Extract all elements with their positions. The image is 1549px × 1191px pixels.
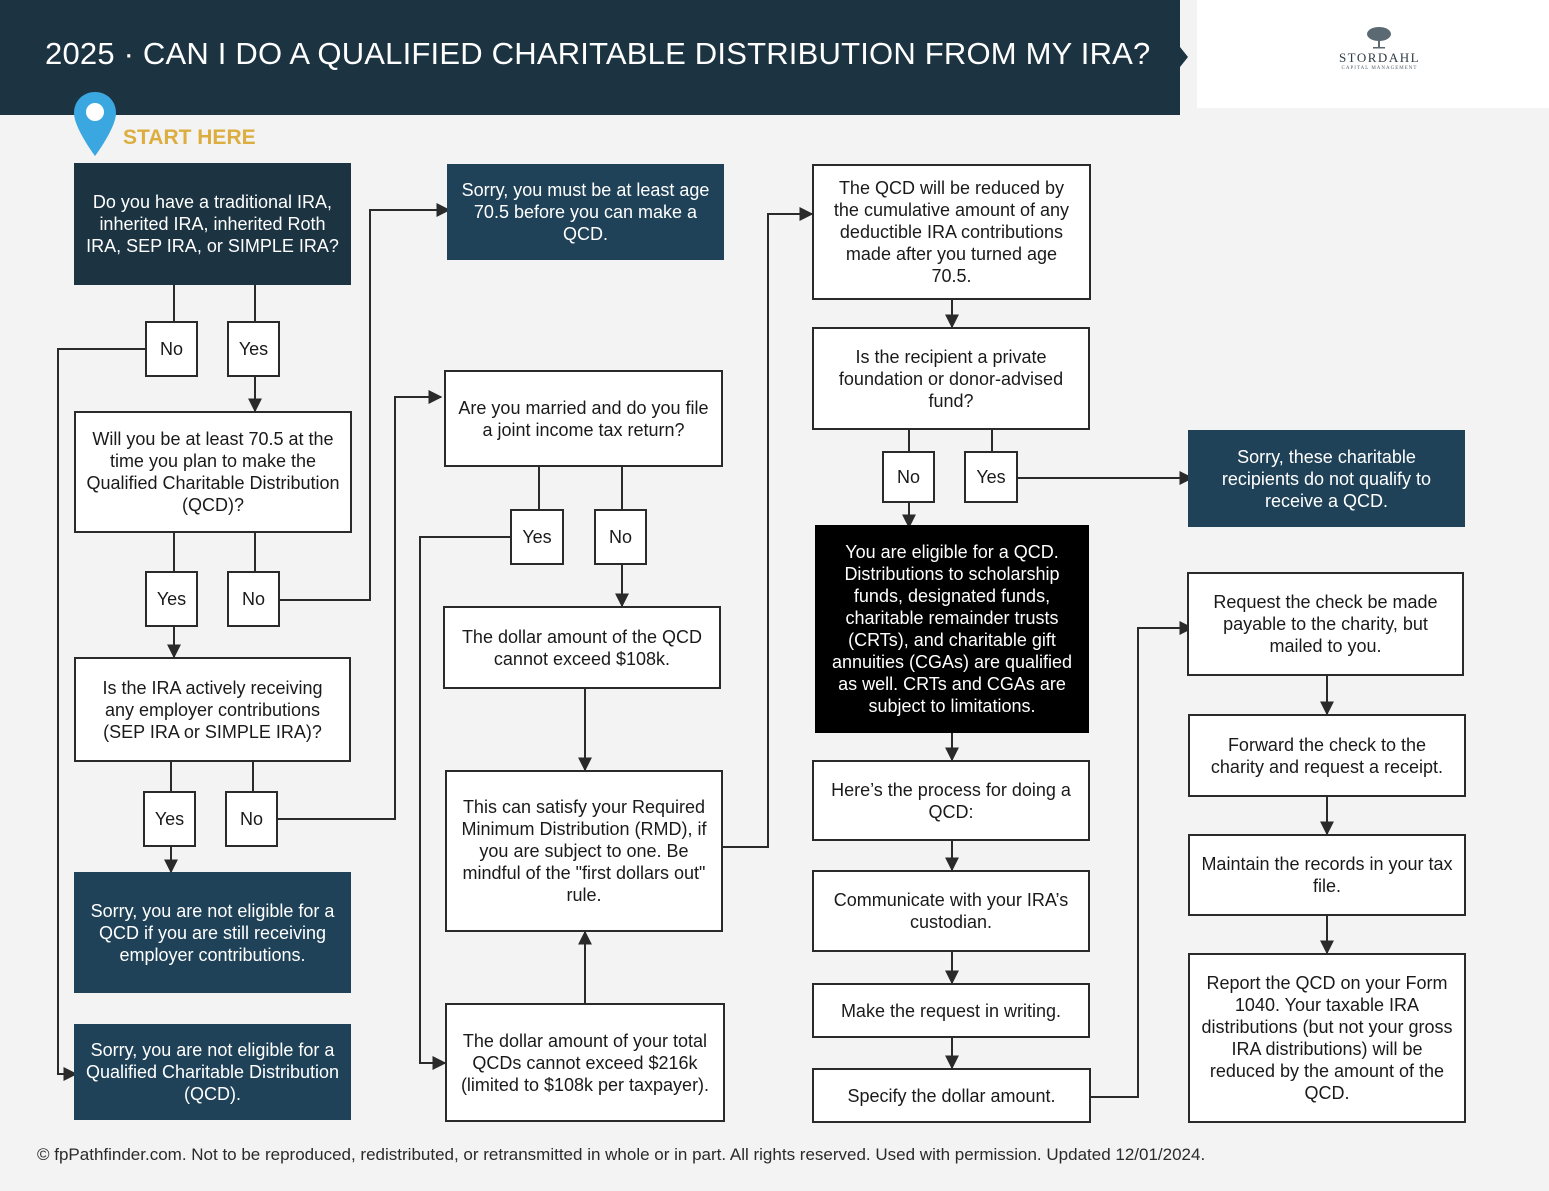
result-eligible: You are eligible for a QCD. Distribution… [815, 525, 1089, 733]
answer-no-age: No [227, 571, 280, 627]
question-married-joint: Are you married and do you file a joint … [444, 370, 723, 467]
answer-yes-employer: Yes [143, 791, 196, 847]
result-recipient-not-qualified: Sorry, these charitable recipients do no… [1188, 430, 1465, 527]
tree-logo-icon [1367, 27, 1391, 49]
info-limit-108k: The dollar amount of the QCD cannot exce… [443, 606, 721, 689]
process-heading: Here’s the process for doing a QCD: [812, 760, 1090, 841]
logo-panel [1197, 0, 1549, 108]
logo-wordmark: STORDAHL [1338, 50, 1421, 65]
result-not-eligible: Sorry, you are not eligible for a Qualif… [74, 1024, 351, 1120]
answer-yes-recipient: Yes [964, 451, 1018, 503]
result-employer-contributions: Sorry, you are not eligible for a QCD if… [74, 872, 351, 993]
copyright-footer: © fpPathfinder.com. Not to be reproduced… [37, 1145, 1206, 1164]
result-age-requirement: Sorry, you must be at least age 70.5 bef… [447, 164, 724, 260]
question-recipient-type: Is the recipient a private foundation or… [812, 327, 1090, 430]
header-bar: 2025 · CAN I DO A QUALIFIED CHARITABLE D… [0, 0, 1180, 115]
answer-yes-age: Yes [145, 571, 198, 627]
question-employer-contributions: Is the IRA actively receiving any employ… [74, 657, 351, 762]
logo-tagline: CAPITAL MANAGEMENT [1341, 66, 1418, 71]
location-pin-icon [74, 92, 116, 156]
answer-no-ira-type: No [145, 321, 198, 377]
process-step-report: Report the QCD on your Form 1040. Your t… [1188, 953, 1466, 1123]
info-limit-216k: The dollar amount of your total QCDs can… [445, 1003, 725, 1122]
answer-yes-married: Yes [510, 509, 564, 565]
header-notch [1180, 47, 1188, 67]
process-step-amount: Specify the dollar amount. [812, 1068, 1091, 1123]
answer-no-married: No [594, 509, 647, 565]
answer-no-employer: No [225, 791, 278, 847]
answer-no-recipient: No [882, 451, 935, 503]
info-reduced-contributions: The QCD will be reduced by the cumulativ… [812, 164, 1091, 300]
question-ira-type: Do you have a traditional IRA, inherited… [74, 163, 351, 285]
info-rmd: This can satisfy your Required Minimum D… [445, 770, 723, 932]
question-age: Will you be at least 70.5 at the time yo… [74, 411, 352, 533]
process-step-records: Maintain the records in your tax file. [1188, 834, 1466, 916]
answer-yes-ira-type: Yes [227, 321, 280, 377]
process-step-writing: Make the request in writing. [812, 983, 1090, 1038]
process-step-check: Request the check be made payable to the… [1187, 572, 1464, 676]
process-step-forward: Forward the check to the charity and req… [1188, 714, 1466, 797]
page-title: 2025 · CAN I DO A QUALIFIED CHARITABLE D… [45, 36, 1151, 71]
process-step-communicate: Communicate with your IRA’s custodian. [812, 870, 1090, 952]
start-here-label: START HERE [123, 126, 256, 149]
